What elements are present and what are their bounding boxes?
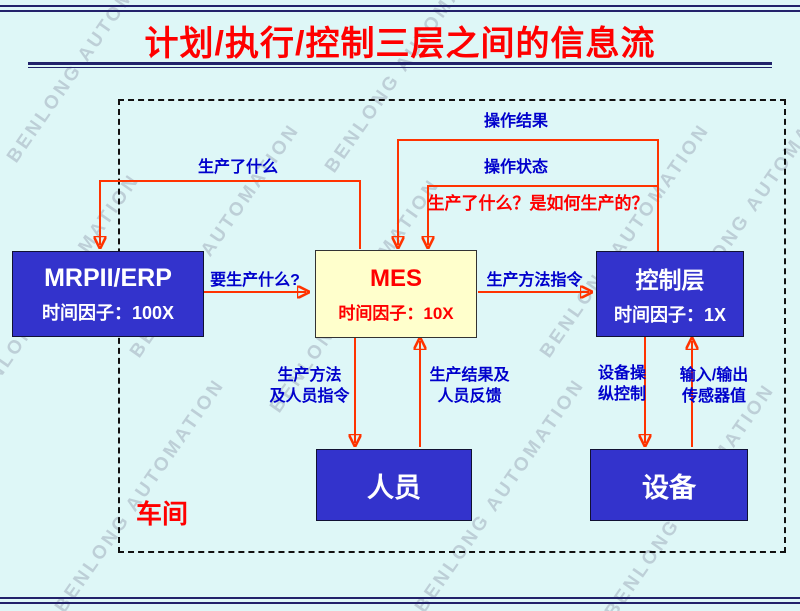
node-equipment-name: 设备 [642,472,696,503]
label-result-feedback-line1: 生产结果及 [429,367,510,384]
label-what-was-produced: 生产了什么 [197,159,278,176]
label-io-sensor-values-line2: 传感器值 [681,387,746,405]
node-mes-time-factor: 时间因子：10X [338,303,454,323]
node-control-layer: 控制层 时间因子：1X [596,251,744,337]
label-result-feedback-line2: 人员反馈 [437,387,502,405]
label-produced-what-how: 生产了什么？是如何生产的？ [427,194,649,213]
node-mes: MES 时间因子：10X [315,250,477,338]
workshop-label: 车间 [136,499,189,529]
node-personnel-name: 人员 [367,472,421,503]
node-control-layer-time-factor: 时间因子：1X [613,305,727,325]
label-equipment-control-line1: 设备操 [597,365,646,382]
node-mes-name: MES [369,264,422,292]
label-method-personnel-order-line1: 生产方法 [277,367,342,384]
title-underline-rule [28,62,772,68]
node-control-layer-name: 控制层 [635,267,705,293]
label-operation-status: 操作状态 [483,159,548,176]
label-io-sensor-values: 输入/输出 传感器值 [664,366,764,408]
node-personnel: 人员 [316,449,472,521]
label-operation-result: 操作结果 [483,113,548,130]
label-equipment-control: 设备操 纵控制 [572,364,672,406]
label-io-sensor-values-line1: 输入/输出 [679,367,749,384]
slide-title: 计划/执行/控制三层之间的信息流 [144,25,656,63]
label-what-to-produce: 要生产什么? [210,272,300,289]
label-method-personnel-order-line2: 及人员指令 [269,387,350,405]
label-method-personnel-order: 生产方法 及人员指令 [252,366,367,408]
bottom-double-rule [0,597,800,604]
label-equipment-control-line2: 纵控制 [597,385,646,403]
label-result-feedback: 生产结果及 人员反馈 [412,366,527,408]
label-production-method-order: 生产方法指令 [486,272,583,289]
top-double-rule [0,5,800,12]
node-equipment: 设备 [590,449,748,521]
node-mrp-erp-time-factor: 时间因子：100X [41,302,175,323]
node-mrp-erp: MRPII/ERP 时间因子：100X [12,251,204,337]
node-mrp-erp-name: MRPII/ERP [44,263,172,292]
